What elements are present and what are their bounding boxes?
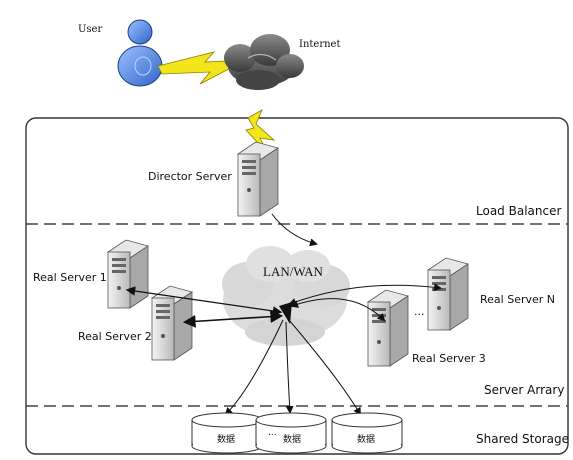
user-icon (117, 19, 163, 87)
real-server-3-label: Real Server 3 (412, 352, 486, 365)
shared-storage-tier-label: Shared Storage (476, 432, 570, 446)
storage-disk-3-icon (331, 412, 403, 454)
lightning-bolt-icon (245, 109, 276, 155)
storage-2-label: 数据 (283, 435, 302, 445)
user-label: User (78, 24, 103, 35)
server2-link (182, 310, 284, 328)
storage-disk-2-icon (255, 412, 327, 454)
servers-ellipsis: ... (414, 305, 425, 318)
lightning-bolt-icon (157, 51, 247, 85)
server3-link (290, 298, 386, 322)
storage-1-link (224, 319, 284, 416)
director-server-icon (237, 141, 279, 217)
server1-link (125, 286, 283, 316)
serverN-link (288, 283, 442, 306)
director-to-lan-line (271, 213, 318, 247)
cluster-frame (25, 117, 569, 455)
real-server-1-icon (107, 239, 149, 309)
real-server-n-label: Real Server N (480, 293, 556, 306)
lan-wan-label: LAN/WAN (263, 264, 323, 279)
load-balancer-tier-label: Load Balancer (476, 204, 562, 218)
real-server-2-icon (151, 285, 193, 361)
internet-label: Internet (299, 39, 341, 50)
director-server-label: Director Server (148, 170, 232, 183)
storage-ellipsis: ... (268, 428, 277, 438)
storage-3-label: 数据 (357, 435, 376, 445)
storage-3-link (288, 319, 362, 416)
server-array-tier-label: Server Arrary (484, 383, 565, 397)
storage-2-link (285, 321, 294, 414)
real-server-1-label: Real Server 1 (33, 271, 107, 284)
storage-disk-1-icon (191, 412, 263, 454)
storage-1-label: 数据 (217, 435, 236, 445)
real-server-2-label: Real Server 2 (78, 330, 152, 343)
real-server-n-icon (427, 257, 469, 331)
internet-cloud-icon (224, 34, 304, 90)
real-server-3-icon (367, 289, 409, 367)
